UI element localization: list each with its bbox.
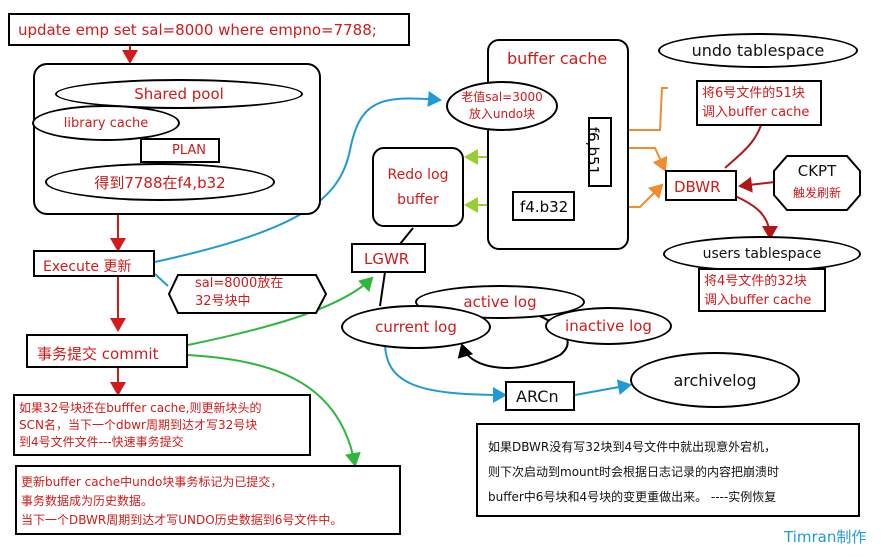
plan-result: 得到7788在f4,b32	[94, 173, 226, 192]
lgwr-box: LGWR	[351, 243, 426, 273]
old-value-line-2: 放入undo块	[468, 107, 536, 121]
flow-log-to-arcn	[384, 341, 507, 403]
execute-note-shape	[168, 274, 328, 314]
flow-arcn-to-archivelog	[574, 379, 632, 396]
ckpt-title: CKPT	[797, 162, 837, 180]
flow-execute-to-buffer	[154, 91, 442, 263]
f6b51-label: f6,b51	[584, 126, 603, 176]
ckpt-subtitle: 触发刷新	[792, 186, 841, 200]
f4b32-block: f4.b32	[512, 191, 575, 221]
commit-note-2-box: 更新buffer cache中undo块事务标记为已提交， 事务数据成为历史数据…	[15, 465, 401, 535]
sql-statement: update emp set sal=8000 where empno=7788…	[18, 21, 377, 39]
author-credit: Timran制作	[784, 528, 867, 546]
undo-note: 将6号文件的51块 调入buffer cache	[702, 84, 809, 122]
commit-note-2: 更新buffer cache中undo块事务标记为已提交， 事务数据成为历史数据…	[21, 473, 342, 530]
flow-commit-to-lgwr	[187, 276, 374, 346]
f4b32-label: f4.b32	[520, 198, 569, 216]
f6b51-block: f6,b51	[584, 117, 612, 187]
inactive-log-label: inactive log	[565, 317, 652, 335]
undo-note-line-2: 调入buffer cache	[702, 105, 810, 120]
buffer-cache-title: buffer cache	[507, 49, 608, 68]
dbwr-box: DBWR	[665, 170, 737, 201]
old-value-line-1: 老值sal=3000	[461, 90, 543, 104]
commit-note-1-line-3: 到4号文件文件---快速事务提交	[19, 435, 184, 449]
commit-note-1-box: 如果32号块还在bufffer cache,则更新块头的 SCN名，当下一个db…	[13, 394, 311, 456]
active-log-ellipse: active log	[415, 285, 585, 319]
commit-note-1: 如果32号块还在bufffer cache,则更新块头的 SCN名，当下一个db…	[19, 400, 261, 451]
flow-lgwr-to-current	[379, 271, 386, 307]
shared-pool-ellipse: Shared pool	[55, 79, 303, 109]
execute-note-line-1: sal=8000放在	[195, 276, 284, 291]
dbwr-label: DBWR	[674, 178, 721, 196]
inactive-log-ellipse: inactive log	[545, 307, 672, 345]
execute-label: Execute 更新	[43, 259, 132, 275]
old-value-bubble: 老值sal=3000 放入undo块	[446, 81, 558, 131]
library-cache-ellipse: library cache	[32, 105, 180, 141]
recovery-note-line-3: buffer中6号块和4号块的变更重做出来。 ----实例恢复	[488, 490, 777, 504]
flow-dbwr-to-users	[734, 195, 778, 240]
users-note-box: 将4号文件的32块 调入buffer cache	[698, 268, 826, 312]
users-tablespace-label: users tablespace	[702, 246, 822, 262]
recovery-note-line-1: 如果DBWR没有写32块到4号文件中就出现意外宕机，	[488, 440, 777, 454]
execute-note: sal=8000放在 32号块中	[195, 275, 283, 311]
plan-label: PLAN	[172, 143, 206, 158]
flow-undo-to-f6	[610, 87, 668, 138]
library-cache-label: library cache	[63, 115, 149, 131]
flow-redo-to-lgwr	[399, 227, 414, 245]
users-tablespace-ellipse: users tablespace	[663, 236, 861, 272]
recovery-note-box: 如果DBWR没有写32块到4号文件中就出现意外宕机， 则下次启动到mount时会…	[476, 423, 860, 517]
lgwr-label: LGWR	[364, 250, 410, 268]
flow-execute-note	[154, 273, 169, 287]
redo-log-buffer-line-2: buffer	[397, 192, 439, 208]
shared-pool-title: Shared pool	[134, 85, 224, 103]
redo-log-buffer-box: Redo log buffer	[372, 147, 464, 227]
commit-note-2-line-1: 更新buffer cache中undo块事务标记为已提交，	[21, 475, 283, 489]
commit-box: 事务提交 commit	[26, 334, 188, 368]
flow-ckpt-to-dbwr	[738, 176, 776, 193]
current-log-label: current log	[375, 318, 457, 336]
arcn-box: ARCn	[505, 381, 575, 411]
execute-note-line-2: 32号块中	[195, 294, 251, 309]
archivelog-ellipse: archivelog	[630, 352, 800, 408]
users-note-line-2: 调入buffer cache	[704, 293, 812, 308]
users-note-line-1: 将4号文件的32块	[704, 274, 807, 289]
arcn-label: ARCn	[516, 387, 559, 406]
undo-note-box: 将6号文件的51块 调入buffer cache	[696, 80, 822, 126]
archivelog-label: archivelog	[673, 370, 757, 390]
undo-note-line-1: 将6号文件的51块	[702, 86, 805, 101]
ckpt-label: CKPT 触发刷新	[773, 160, 861, 204]
commit-note-1-line-1: 如果32号块还在bufffer cache,则更新块头的	[19, 401, 262, 415]
recovery-note-line-2: 则下次启动到mount时会根据日志记录的内容把崩溃时	[488, 465, 779, 479]
recovery-note: 如果DBWR没有写32块到4号文件中就出现意外宕机， 则下次启动到mount时会…	[488, 435, 779, 510]
plan-result-ellipse: 得到7788在f4,b32	[45, 163, 275, 201]
undo-tablespace-ellipse: undo tablespace	[658, 33, 858, 68]
undo-tablespace-label: undo tablespace	[691, 41, 825, 60]
execute-box: Execute 更新	[33, 250, 155, 277]
ckpt-shape	[773, 155, 861, 211]
current-log-ellipse: current log	[341, 305, 491, 349]
plan-box: PLAN	[140, 138, 220, 163]
flow-commit-to-note2	[187, 354, 361, 467]
commit-note-1-line-2: SCN名，当下一个dbwr周期到达才写32号块	[19, 418, 258, 432]
redo-log-buffer-line-1: Redo log	[387, 167, 449, 183]
redo-log-buffer: Redo log buffer	[374, 163, 462, 213]
commit-note-2-line-3: 当下一个DBWR周期到达才写UNDO历史数据到6号文件中。	[21, 513, 343, 527]
sql-statement-box: update emp set sal=8000 where empno=7788…	[8, 13, 410, 46]
active-log-label: active log	[463, 293, 537, 311]
commit-note-2-line-2: 事务数据成为历史数据。	[21, 494, 154, 508]
users-note: 将4号文件的32块 调入buffer cache	[704, 272, 811, 310]
commit-label: 事务提交 commit	[37, 345, 159, 363]
